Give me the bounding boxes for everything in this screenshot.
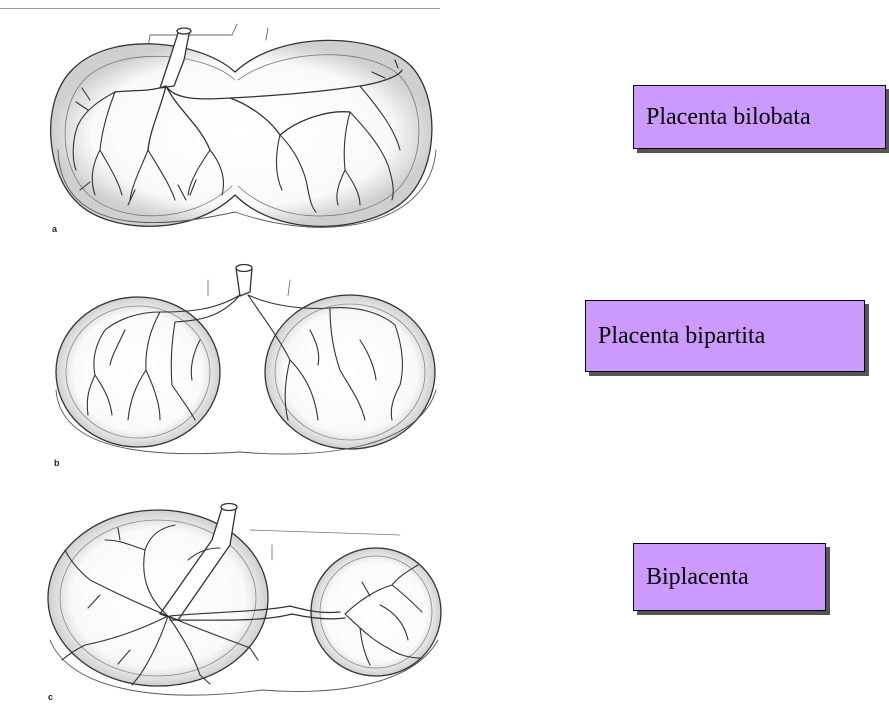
diagram-bilobed-placenta: a — [51, 24, 436, 234]
placenta-disc-large — [48, 510, 268, 686]
label-placenta-bipartita: Placenta bipartita — [585, 300, 865, 372]
diagram-biplacenta: c — [48, 504, 441, 703]
label-text: Placenta bipartita — [598, 324, 765, 348]
umbilical-cord — [236, 268, 252, 296]
label-biplacenta: Biplacenta — [633, 543, 826, 611]
placenta-outline — [51, 40, 432, 226]
panel-letter-c: c — [48, 692, 53, 702]
label-text: Placenta bilobata — [646, 105, 811, 129]
panel-letter-a: a — [52, 224, 58, 234]
placenta-illustration: a b — [0, 0, 470, 704]
label-placenta-bilobata: Placenta bilobata — [633, 85, 886, 149]
diagram-bipartite-placenta: b — [54, 265, 436, 469]
label-text: Biplacenta — [646, 565, 749, 589]
panel-letter-b: b — [54, 458, 60, 468]
